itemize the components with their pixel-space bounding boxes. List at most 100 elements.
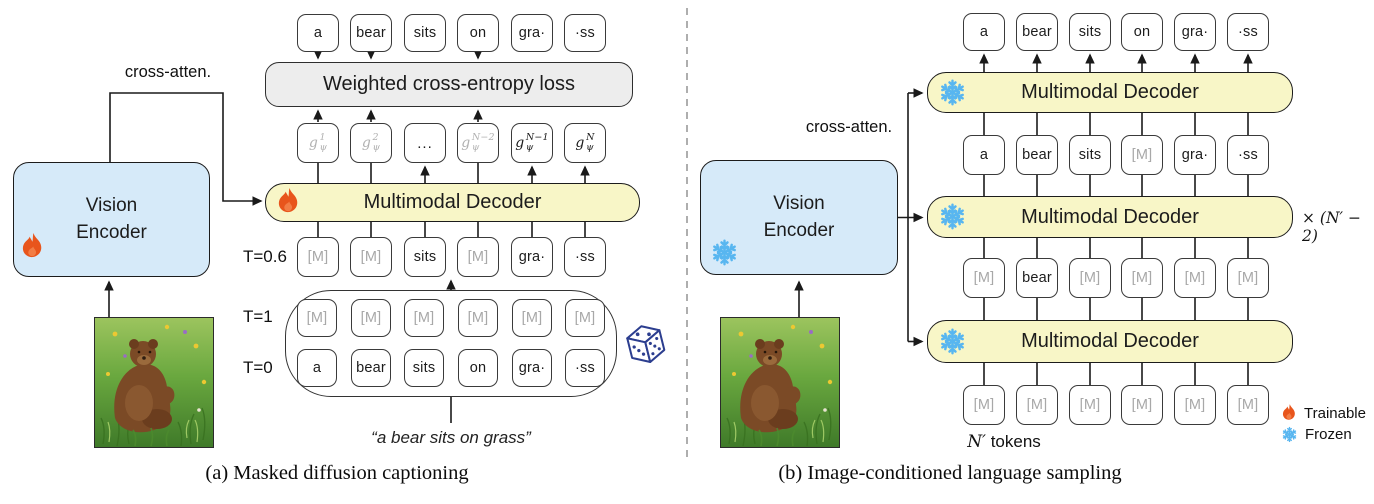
multimodal-decoder-b-top: Multimodal Decoder <box>927 72 1293 113</box>
token-box: sits <box>1069 13 1111 51</box>
token-box: [M] <box>1069 258 1111 298</box>
dice-icon <box>622 322 670 368</box>
vision-encoder-label-line1: Vision <box>773 192 825 214</box>
token-box: sits <box>404 349 444 387</box>
legend-frozen: Frozen <box>1281 426 1352 443</box>
token-box: [M] <box>458 299 498 337</box>
panel-a-caption: (a) Masked diffusion captioning <box>205 462 469 484</box>
token-box: [M] <box>1121 385 1163 425</box>
token-box: [M] <box>297 237 339 277</box>
token-box: on <box>458 349 498 387</box>
token-box: a <box>963 135 1005 175</box>
flame-icon <box>277 188 301 217</box>
token-box: [M] <box>1227 385 1269 425</box>
bear-photo <box>720 317 840 448</box>
token-box: [M] <box>1121 135 1163 175</box>
token-box: [M] <box>457 237 499 277</box>
vision-encoder-label-line1: Vision <box>85 194 138 216</box>
token-box: [M] <box>1227 258 1269 298</box>
token-box: [M] <box>1016 385 1058 425</box>
flame-icon <box>1282 404 1295 420</box>
panel-b-caption: (b) Image-conditioned language sampling <box>778 462 1122 484</box>
token-box: bear <box>1016 13 1058 51</box>
token-box: [M] <box>1069 385 1111 425</box>
bear-photo <box>94 317 214 448</box>
token-box: gra· <box>511 14 553 52</box>
token-box: ·ss <box>564 14 606 52</box>
timestep-label: T=1 <box>243 307 273 326</box>
multimodal-decoder-b-mid: Multimodal Decoder <box>927 196 1293 238</box>
logit-box-ellipsis: ... <box>404 123 446 163</box>
token-box: gra· <box>1174 13 1216 51</box>
noising-capsule <box>285 290 617 397</box>
vision-encoder-label-line2: Encoder <box>76 221 147 243</box>
token-box: ·ss <box>564 237 606 277</box>
n-tokens-rest: tokens <box>985 432 1041 451</box>
token-box: ·ss <box>565 349 605 387</box>
token-box: a <box>297 349 337 387</box>
token-box: bear <box>350 14 392 52</box>
token-box: ·ss <box>1227 135 1269 175</box>
snowflake-icon <box>938 202 967 231</box>
flame-icon <box>21 233 45 262</box>
snowflake-icon <box>710 238 739 267</box>
vision-encoder-label-line2: Encoder <box>763 219 835 241</box>
token-box: gra· <box>511 237 553 277</box>
legend-trainable: Trainable <box>1282 404 1366 423</box>
token-box: a <box>963 13 1005 51</box>
snowflake-icon <box>938 327 967 356</box>
token-box: [M] <box>350 237 392 277</box>
n-tokens-math: N′ <box>967 432 986 452</box>
token-box: ·ss <box>1227 13 1269 51</box>
token-box: [M] <box>963 258 1005 298</box>
loss-label: Weighted cross-entropy loss <box>323 73 575 95</box>
vision-encoder-a: Vision Encoder <box>13 162 210 277</box>
token-box: a <box>297 14 339 52</box>
token-box: [M] <box>351 299 391 337</box>
token-box: gra· <box>1174 135 1216 175</box>
snowflake-icon <box>938 78 967 107</box>
token-box: [M] <box>963 385 1005 425</box>
timestep-label: T=0 <box>243 358 273 377</box>
token-box: [M] <box>1121 258 1163 298</box>
caption-quote: “a bear sits on grass” <box>371 428 531 447</box>
token-box: [M] <box>404 299 444 337</box>
decoder-label: Multimodal Decoder <box>1021 205 1199 228</box>
legend-frozen-label: Frozen <box>1305 426 1352 443</box>
token-box: [M] <box>1174 258 1216 298</box>
token-box: bear <box>1016 135 1058 175</box>
token-box: sits <box>404 14 446 52</box>
repeat-count-label: × (N′ − 2) <box>1302 209 1361 245</box>
ellipsis-label: ... <box>417 134 433 152</box>
token-box: [M] <box>1174 385 1216 425</box>
decoder-label: Multimodal Decoder <box>1021 81 1199 103</box>
timestep-label: T=0.6 <box>243 247 287 266</box>
token-box: [M] <box>565 299 605 337</box>
snowflake-icon <box>1281 426 1298 443</box>
token-box: [M] <box>297 299 337 337</box>
cross-attention-label-b: cross-atten. <box>805 118 893 136</box>
token-box: [M] <box>512 299 552 337</box>
legend-trainable-label: Trainable <box>1304 405 1366 422</box>
cross-attention-label-a: cross-atten. <box>124 63 212 81</box>
loss-box: Weighted cross-entropy loss <box>265 62 633 107</box>
token-box: sits <box>1069 135 1111 175</box>
decoder-label: Multimodal Decoder <box>363 191 542 213</box>
multimodal-decoder-a: Multimodal Decoder <box>265 183 640 222</box>
token-box: bear <box>1016 258 1058 298</box>
token-box: bear <box>351 349 391 387</box>
token-box: gra· <box>512 349 552 387</box>
n-tokens-label: N′ tokens <box>954 432 1054 452</box>
decoder-label: Multimodal Decoder <box>1021 330 1199 352</box>
